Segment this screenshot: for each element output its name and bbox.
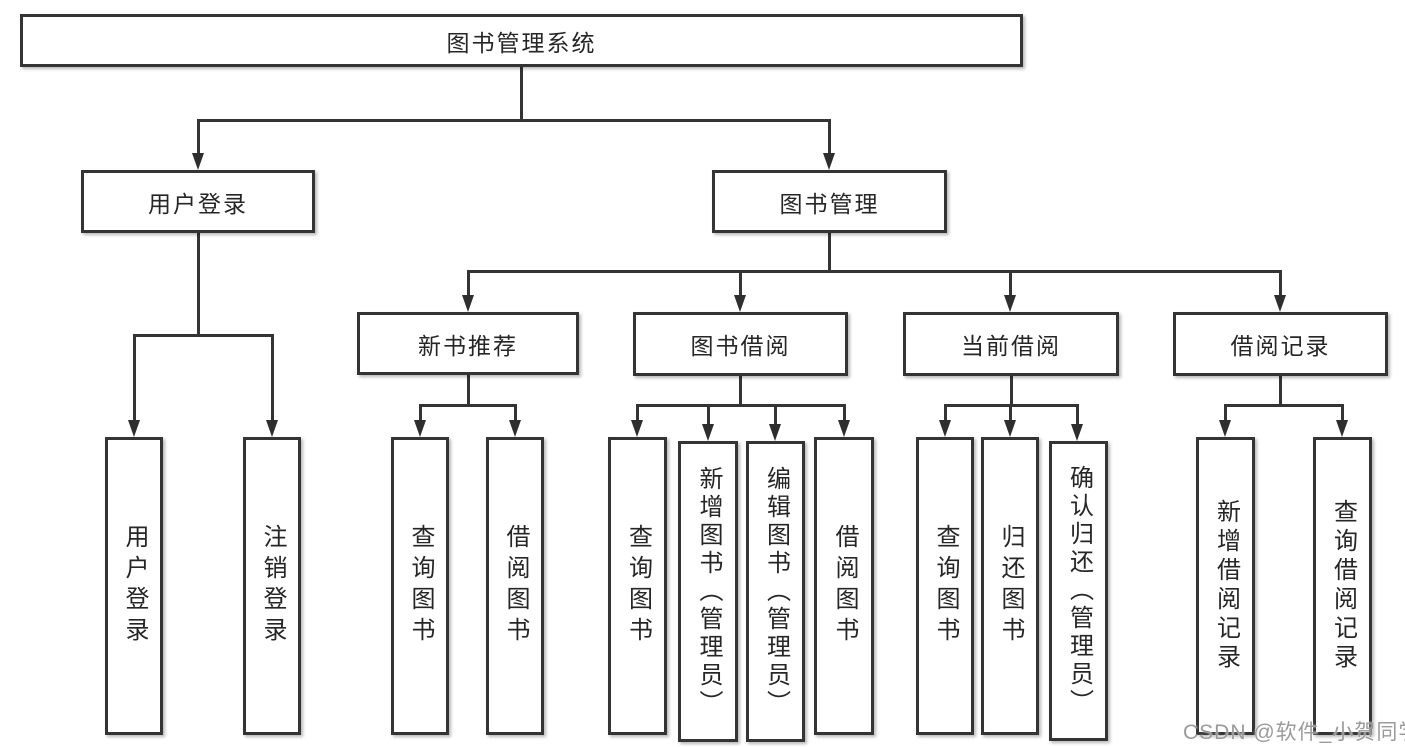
connector-to-leaf-query-books-2 xyxy=(636,404,639,421)
connector-current-borrowing-stem xyxy=(1010,376,1013,406)
connector-to-leaf-query-books-3 xyxy=(944,404,947,421)
leaf-return-books: 归还图书 xyxy=(981,437,1039,735)
connector-to-leaf-borrow-books-2 xyxy=(843,404,846,421)
node-current-borrowing: 当前借阅 xyxy=(903,312,1119,376)
connector-borrowing-records-rail xyxy=(1224,404,1343,407)
connector-to-book-management xyxy=(828,119,831,155)
arrowhead-book-borrowing-icon xyxy=(734,295,746,312)
connector-to-leaf-return-books xyxy=(1009,404,1012,421)
leaf-edit-books-admin: 编辑图书（管理员） xyxy=(746,441,805,742)
leaf-user-login: 用户登录 xyxy=(105,437,163,735)
leaf-query-books-recommend: 查询图书 xyxy=(391,437,449,735)
connector-to-leaf-query-books-1 xyxy=(419,404,422,421)
connector-book-borrowing-rail xyxy=(636,404,845,407)
connector-level1-rail xyxy=(197,119,831,122)
connector-to-book-borrowing xyxy=(739,270,742,296)
node-user-login: 用户登录 xyxy=(81,170,315,233)
connector-root-stem xyxy=(520,67,523,121)
arrowhead-leaf-confirm-return-icon xyxy=(1071,424,1083,441)
node-root: 图书管理系统 xyxy=(20,14,1023,67)
arrowhead-leaf-borrow-books-2-icon xyxy=(838,420,850,437)
connector-to-leaf-edit-books xyxy=(774,404,777,425)
arrowhead-leaf-borrow-books-1-icon xyxy=(509,420,521,437)
node-book-management: 图书管理 xyxy=(712,170,947,233)
node-new-book-recommend: 新书推荐 xyxy=(357,312,579,375)
arrowhead-current-borrowing-icon xyxy=(1004,295,1016,312)
arrowhead-leaf-edit-books-icon xyxy=(769,424,781,441)
leaf-confirm-return-admin: 确认归还（管理员） xyxy=(1049,441,1108,741)
connector-book-borrowing-stem xyxy=(739,376,742,406)
connector-user-login-stem xyxy=(197,233,200,334)
arrowhead-leaf-user-login-icon xyxy=(128,420,140,437)
connector-to-leaf-add-books xyxy=(707,404,710,425)
connector-borrowing-records-stem xyxy=(1279,376,1282,406)
arrowhead-leaf-query-books-1-icon xyxy=(414,420,426,437)
leaf-query-books-borrowing: 查询图书 xyxy=(608,437,667,735)
connector-to-new-book-recommend xyxy=(467,270,470,296)
node-book-borrowing: 图书借阅 xyxy=(633,312,848,376)
connector-new-book-stem xyxy=(467,375,470,406)
node-borrowing-records: 借阅记录 xyxy=(1173,312,1388,376)
leaf-borrow-books-borrowing: 借阅图书 xyxy=(814,437,874,735)
arrowhead-leaf-query-books-2-icon xyxy=(631,420,643,437)
connector-to-leaf-query-record xyxy=(1341,404,1344,421)
leaf-add-borrow-record: 新增借阅记录 xyxy=(1196,437,1255,735)
leaf-query-books-current: 查询图书 xyxy=(916,437,974,735)
connector-user-login-rail xyxy=(133,334,274,337)
leaf-add-books-admin: 新增图书（管理员） xyxy=(678,441,738,742)
connector-to-leaf-confirm-return xyxy=(1076,404,1079,425)
leaf-borrow-books-recommend: 借阅图书 xyxy=(486,437,544,735)
arrowhead-leaf-add-books-icon xyxy=(702,424,714,441)
arrowhead-leaf-query-books-3-icon xyxy=(939,420,951,437)
arrowhead-new-book-recommend-icon xyxy=(462,295,474,312)
arrowhead-book-management-icon xyxy=(823,153,835,170)
connector-new-book-rail xyxy=(419,404,517,407)
connector-to-borrowing-records xyxy=(1279,270,1282,296)
connector-to-leaf-user-login xyxy=(133,334,136,420)
connector-to-leaf-add-record xyxy=(1224,404,1227,421)
csdn-watermark: CSDN @软件_小贺同学 xyxy=(1183,721,1405,744)
leaf-query-borrow-record: 查询借阅记录 xyxy=(1313,437,1372,735)
connector-to-current-borrowing xyxy=(1009,270,1012,296)
arrowhead-leaf-add-record-icon xyxy=(1219,420,1231,437)
arrowhead-borrowing-records-icon xyxy=(1274,295,1286,312)
arrowhead-leaf-logout-icon xyxy=(266,420,278,437)
connector-to-leaf-borrow-books-1 xyxy=(514,404,517,421)
connector-to-leaf-logout xyxy=(271,334,274,420)
connector-book-management-stem xyxy=(828,232,831,273)
arrowhead-leaf-return-books-icon xyxy=(1004,420,1016,437)
connector-to-user-login xyxy=(197,119,200,155)
connector-level2-rail xyxy=(467,270,1282,273)
leaf-logout: 注销登录 xyxy=(243,437,301,735)
arrowhead-leaf-query-record-icon xyxy=(1336,420,1348,437)
arrowhead-user-login-icon xyxy=(192,153,204,170)
